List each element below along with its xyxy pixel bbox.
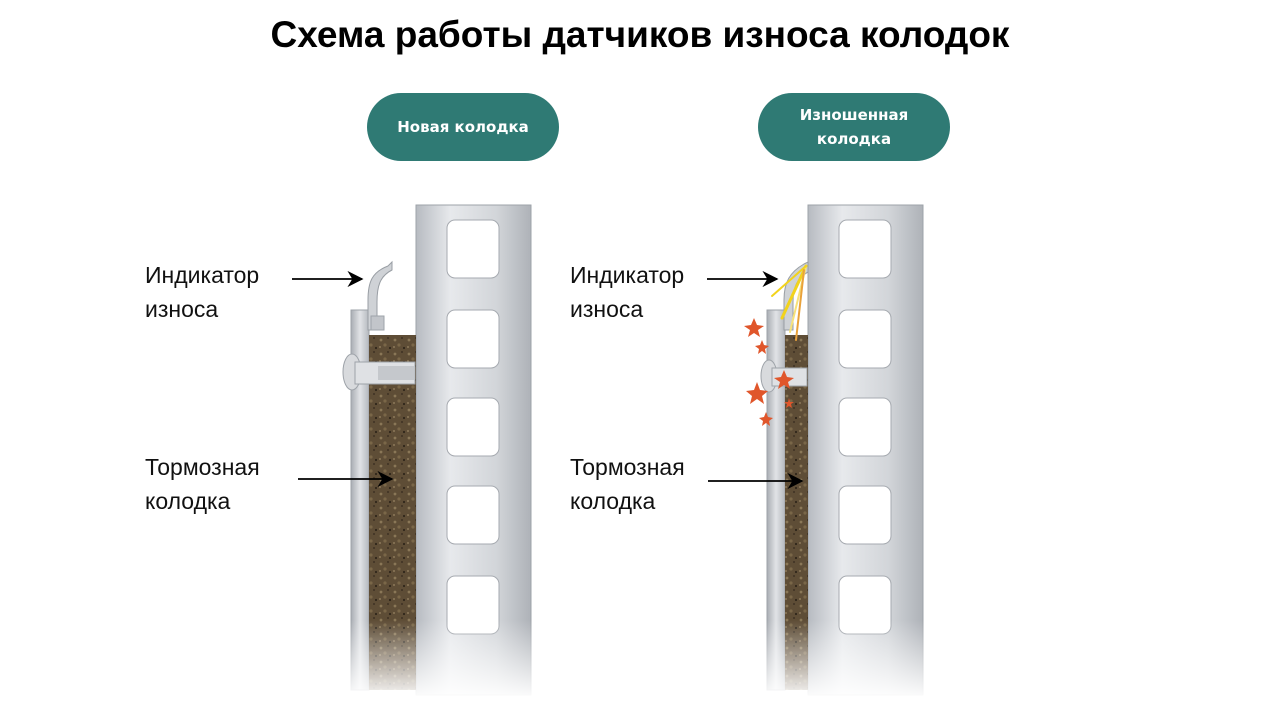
contact-sparks <box>771 264 808 341</box>
wear-indicator-clip <box>367 260 393 331</box>
label-line: износа <box>570 296 644 322</box>
label-line: колодка <box>145 488 231 514</box>
annotation-arrows <box>292 270 804 490</box>
label-line: износа <box>145 296 219 322</box>
spark-stars <box>744 318 794 426</box>
label-line: колодка <box>570 488 656 514</box>
disc-vent-slots <box>838 219 892 635</box>
label-line: Тормозная <box>145 454 260 480</box>
label-line: Индикатор <box>145 262 260 288</box>
disc-vent-slots <box>446 219 500 635</box>
pad-pin <box>771 367 808 387</box>
pad-friction-material-worn <box>785 335 808 690</box>
worn-pad-assembly <box>744 204 956 700</box>
label-line: Индикатор <box>570 262 685 288</box>
label-indicator-new: Индикатор износа <box>145 258 259 326</box>
label-indicator-worn: Индикатор износа <box>570 258 684 326</box>
label-line: Тормозная <box>570 454 685 480</box>
page-title: Схема работы датчиков износа колодок <box>270 14 1010 55</box>
new-pad-assembly <box>340 204 540 700</box>
label-pad-worn: Тормозная колодка <box>570 450 685 518</box>
badge-worn-pad-label: Изношенная колодка <box>799 106 909 148</box>
badge-worn-pad: Изношенная колодка <box>758 93 950 161</box>
label-pad-new: Тормозная колодка <box>145 450 260 518</box>
badge-new-pad: Новая колодка <box>367 93 559 161</box>
badge-new-pad-label: Новая колодка <box>397 118 529 136</box>
